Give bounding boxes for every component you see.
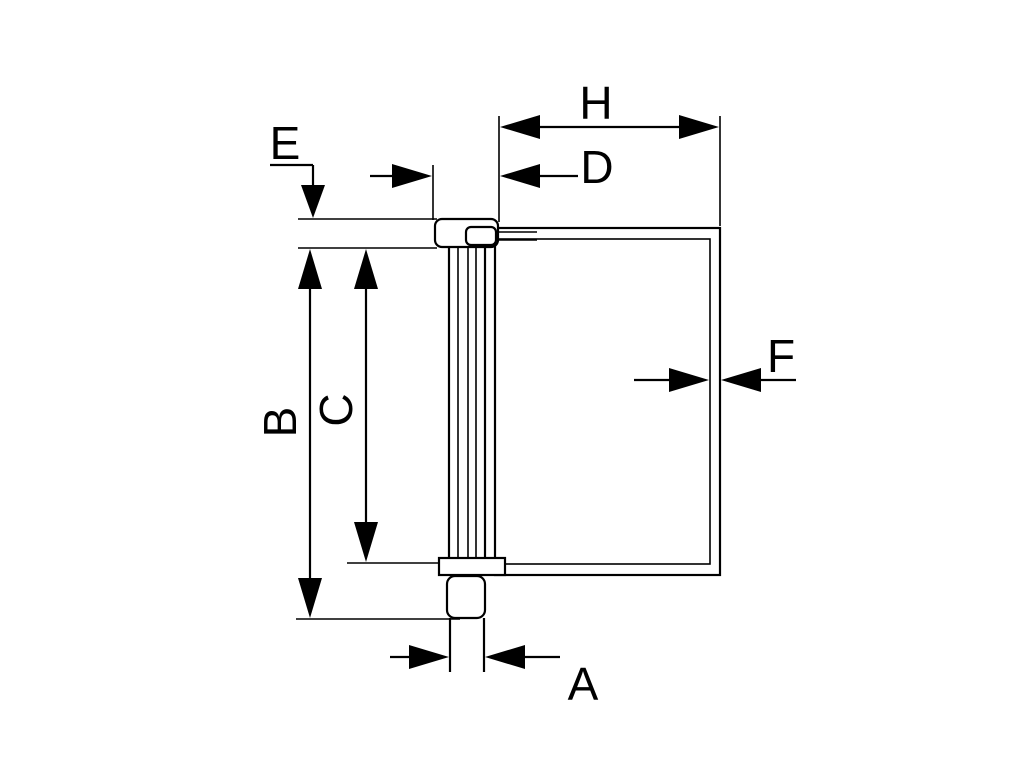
label-h: H (579, 77, 612, 129)
bottom-bushing (445, 574, 487, 620)
pivot-pin (447, 244, 487, 564)
dimension-e: E (270, 117, 432, 218)
extension-lines (296, 116, 721, 672)
label-d: D (580, 141, 613, 193)
hinge-assembly (433, 217, 537, 672)
label-f: F (767, 330, 795, 382)
dimension-d: D (500, 141, 614, 193)
label-a: A (568, 658, 599, 710)
door-leaf (493, 226, 722, 577)
label-b: B (254, 407, 306, 438)
top-arm (464, 225, 498, 247)
dimension-c: C (310, 249, 378, 562)
dimension-a: A (390, 645, 599, 710)
bottom-plate (437, 556, 507, 577)
label-c: C (310, 393, 362, 426)
dimension-f: F (634, 330, 796, 392)
dimension-h: H (500, 77, 719, 139)
label-e: E (270, 117, 301, 169)
dimension-b: B (254, 249, 322, 618)
